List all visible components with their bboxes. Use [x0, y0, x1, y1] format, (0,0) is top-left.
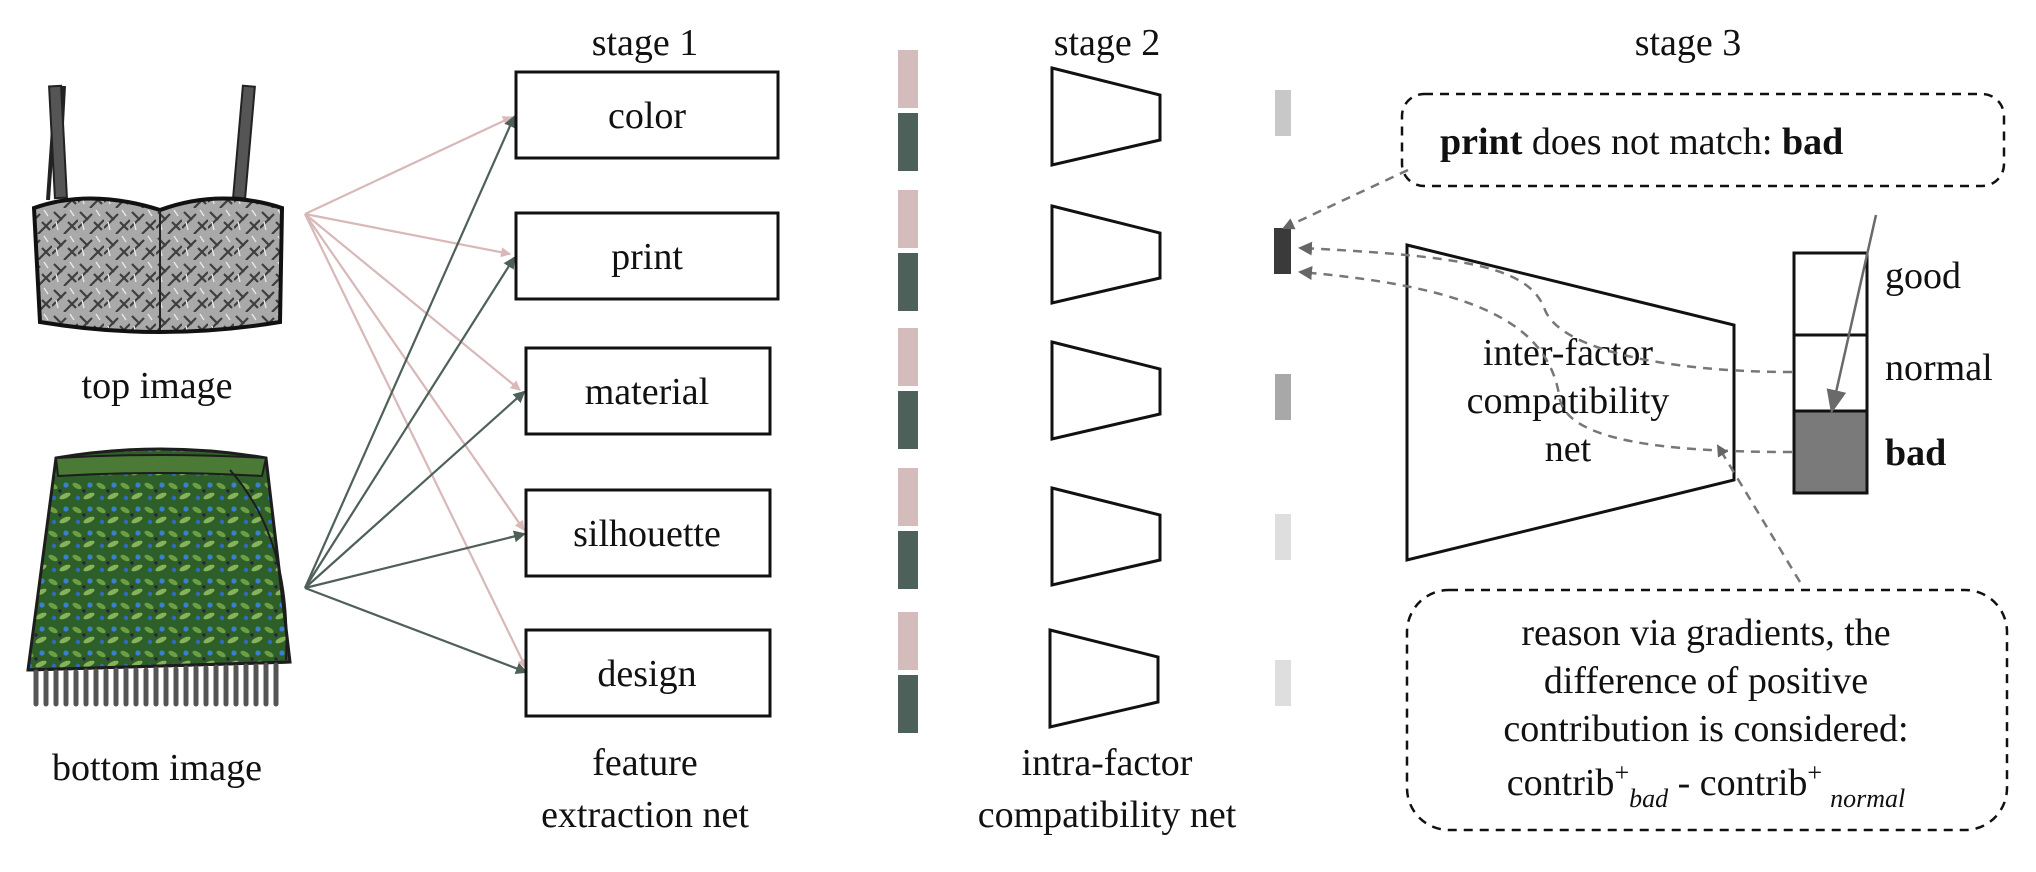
factor-print: print [514, 211, 780, 301]
formula-plus-2: + [1807, 758, 1822, 787]
intra-net-silhouette [1050, 486, 1162, 587]
selection-arrow [1826, 214, 1878, 414]
formula-minus: - [1668, 762, 1700, 804]
factor-label-material: material [585, 371, 709, 413]
intra-net-color [1050, 66, 1162, 167]
reasoning-pointer [1716, 444, 1802, 583]
gradient-backflow [1298, 241, 1793, 454]
factor-material: material [524, 346, 772, 436]
callout-pointer [1282, 168, 1409, 230]
feature-vectors [898, 50, 918, 733]
mismatch-callout: print does not match: bad [1400, 92, 2006, 188]
score-silhouette [1275, 514, 1291, 560]
rating-output [1792, 251, 1869, 495]
stage-2-caption-line1: intra-factor [1022, 742, 1193, 784]
stage-3-title: stage 3 [1635, 22, 1742, 64]
factor-color: color [514, 70, 780, 160]
top-feature-material [898, 328, 918, 386]
skirt-fringe [33, 662, 279, 707]
top-feature-silhouette [898, 468, 918, 526]
score-print [1274, 228, 1291, 274]
score-color [1275, 90, 1291, 136]
intra-net-print [1050, 204, 1162, 305]
top-image-label: top image [82, 365, 233, 407]
factor-design: design [524, 628, 772, 718]
callout-verdict: bad [1782, 121, 1843, 163]
stage-1-title: stage 1 [592, 22, 699, 64]
rating-label-normal: normal [1885, 347, 1993, 389]
stage-2-caption-line2: compatibility net [978, 794, 1237, 836]
inter-net-label-line3: net [1545, 428, 1592, 470]
inter-factor-net [1405, 243, 1736, 562]
stage-1-caption-line1: feature [592, 742, 697, 784]
formula-contrib-1: contrib [1507, 762, 1615, 804]
intra-factor-nets [1048, 66, 1162, 729]
formula-sub-normal: normal [1830, 784, 1905, 813]
top-garment-image [31, 84, 285, 334]
bottom-image-arrows [303, 115, 528, 675]
score-material [1275, 374, 1291, 420]
top-image-arrows [304, 116, 527, 669]
factor-scores [1274, 90, 1291, 706]
callout-middle: does not match: [1522, 121, 1782, 163]
bottom-feature-color [898, 113, 918, 171]
rating-cell-normal [1792, 333, 1869, 413]
intra-net-design [1048, 628, 1160, 729]
inter-net-label-line1: inter-factor [1483, 332, 1653, 374]
top-feature-design [898, 612, 918, 670]
bottom-feature-material [898, 391, 918, 449]
rating-cell-bad [1792, 409, 1869, 495]
rating-cell-good [1792, 251, 1869, 337]
top-feature-print [898, 190, 918, 248]
score-design [1275, 660, 1291, 706]
factor-label-color: color [608, 95, 686, 137]
rating-label-good: good [1885, 255, 1961, 297]
reasoning-line-3: contribution is considered: [1503, 708, 1908, 750]
reasoning-line-2: difference of positive [1544, 660, 1868, 702]
formula-contrib-2: contrib [1700, 762, 1808, 804]
rating-label-bad: bad [1885, 432, 1946, 474]
bottom-image-label: bottom image [52, 747, 262, 789]
formula-sub-bad: bad [1629, 784, 1669, 813]
reasoning-callout: reason via gradients, the difference of … [1405, 588, 2009, 832]
bottom-garment-image [26, 447, 292, 707]
bottom-feature-design [898, 675, 918, 733]
factor-label-silhouette: silhouette [573, 513, 721, 555]
mismatch-callout-text: print does not match: bad [1440, 121, 1843, 163]
callout-factor: print [1440, 121, 1523, 163]
reasoning-line-1: reason via gradients, the [1521, 612, 1890, 654]
factor-silhouette: silhouette [524, 488, 772, 578]
stage-1-caption-line2: extraction net [541, 794, 749, 836]
formula-plus-1: + [1614, 758, 1629, 787]
stage-2-title: stage 2 [1054, 22, 1161, 64]
top-feature-color [898, 50, 918, 108]
bottom-feature-print [898, 253, 918, 311]
factor-label-design: design [597, 653, 696, 695]
factor-label-print: print [611, 236, 683, 278]
bottom-feature-silhouette [898, 531, 918, 589]
reasoning-formula: contrib+bad - contrib+normal [1507, 758, 1905, 813]
intra-net-material [1050, 340, 1162, 441]
